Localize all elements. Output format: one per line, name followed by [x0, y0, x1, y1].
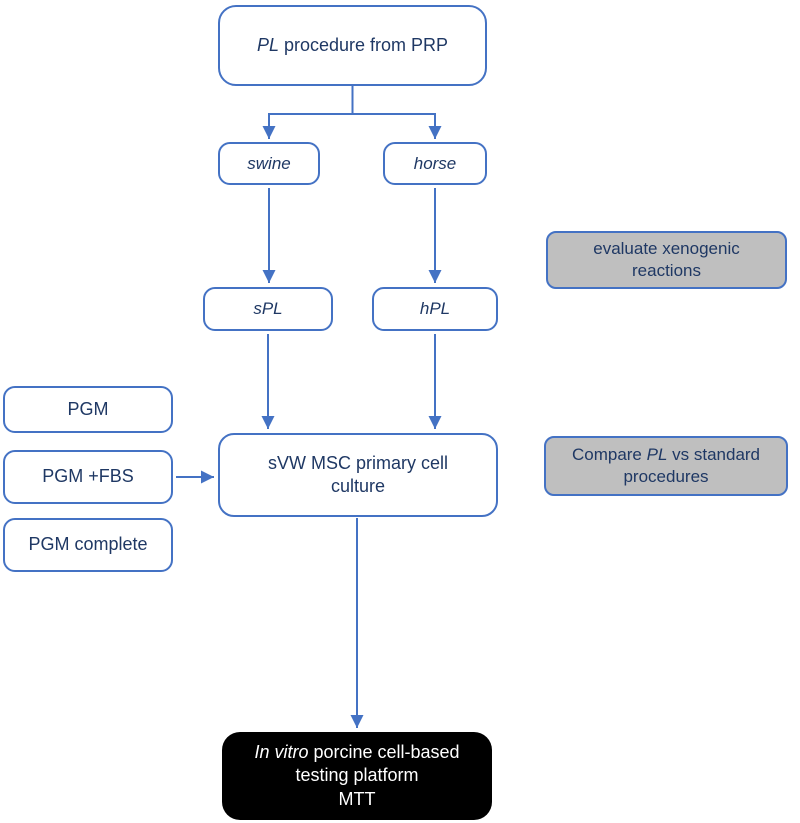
node-horse: horse [383, 142, 487, 185]
compare-line2: procedures [623, 467, 709, 486]
node-svw-msc-culture: sVW MSC primary cell culture [218, 433, 498, 517]
culture-line2: culture [330, 476, 386, 496]
node-pl-procedure-label: PL procedure from PRP [257, 34, 448, 57]
in-vitro-italic-text: In vitro [254, 742, 309, 763]
node-pgm-label: PGM [67, 398, 109, 419]
pl-rest-text: procedure from PRP [278, 34, 449, 55]
node-pgm-fbs: PGM +FBS [3, 450, 173, 504]
node-pgm-complete-label: PGM complete [28, 534, 148, 555]
evaluate-line2: reactions [632, 261, 701, 280]
node-hpl-label: hPL [419, 299, 451, 319]
node-horse-label: horse [413, 153, 457, 173]
node-testing-platform: In vitro porcine cell-based testing plat… [222, 732, 492, 820]
pl-italic-text: PL [256, 34, 279, 55]
platform-line1-rest-text: porcine cell-based [308, 742, 460, 763]
compare-pl-italic-text: PL [646, 445, 668, 465]
platform-line2: testing platform [295, 765, 419, 786]
platform-line3: MTT [338, 788, 376, 809]
node-spl-label: sPL [253, 299, 283, 319]
node-swine: swine [218, 142, 320, 185]
node-pgm-fbs-label: PGM +FBS [42, 466, 134, 487]
annotation-compare-pl: Compare PL vs standard procedures [544, 436, 788, 496]
node-pgm: PGM [3, 386, 173, 433]
compare-prefix-text: Compare [571, 445, 647, 465]
node-pgm-complete: PGM complete [3, 518, 173, 572]
node-hpl: hPL [372, 287, 498, 331]
compare-suffix-text: vs standard [667, 445, 761, 465]
connector-prp-branch-trunk [269, 86, 435, 115]
platform-line1: In vitro porcine cell-based [254, 741, 459, 764]
annotation-evaluate-xenogenic: evaluate xenogenic reactions [546, 231, 787, 289]
node-spl: sPL [203, 287, 333, 331]
culture-line1: sVW MSC primary cell [267, 452, 448, 473]
node-pl-procedure: PL procedure from PRP [218, 5, 487, 86]
node-swine-label: swine [247, 153, 291, 173]
evaluate-line1: evaluate xenogenic [593, 239, 740, 259]
compare-line1: Compare PL vs standard [572, 444, 760, 466]
